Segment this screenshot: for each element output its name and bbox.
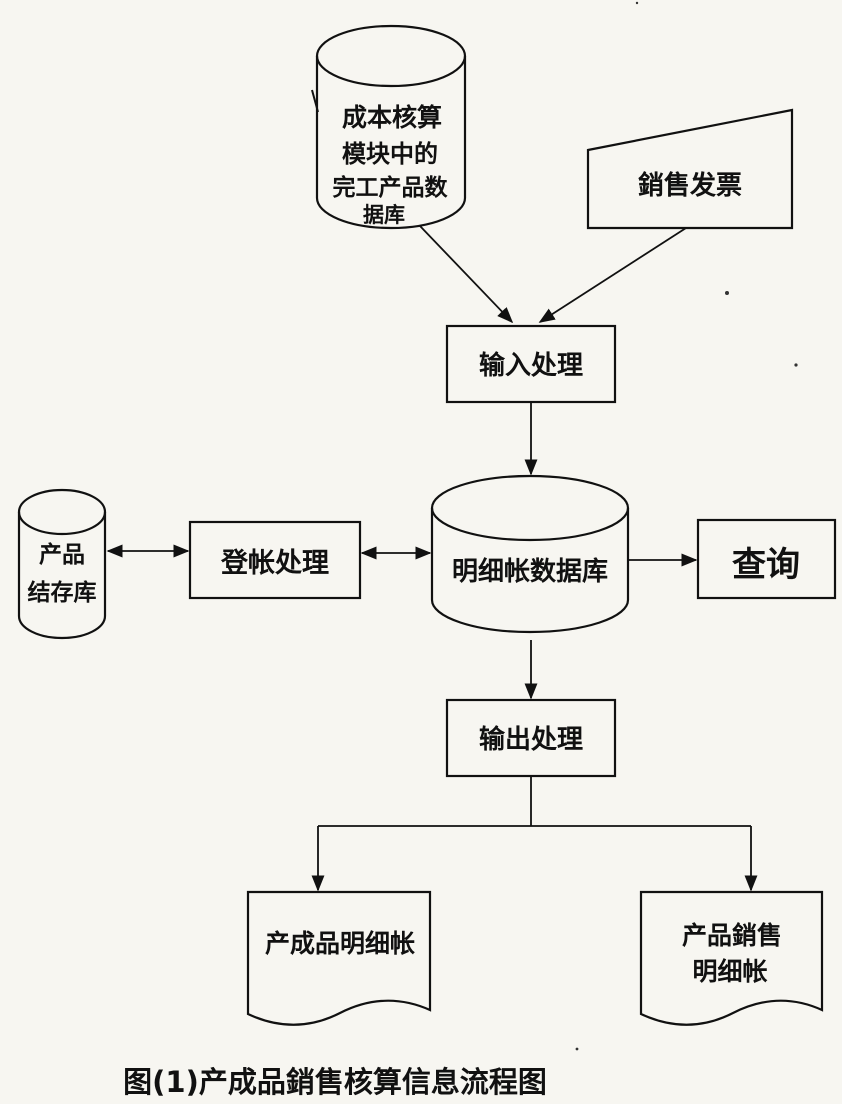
finished-goods-ledger-label: 产成品明细帐 <box>265 929 415 958</box>
stray-tick-mark <box>311 89 319 113</box>
finished-goods-ledger-document <box>246 890 432 1026</box>
sales-ledger-label-line1: 产品銷售 <box>682 921 782 950</box>
connector-output-branch <box>318 776 751 827</box>
posting-process-label: 登帐处理 <box>220 548 329 579</box>
cost-db-label-line3: 完工产品数 <box>333 174 449 201</box>
detail-ledger-cylinder <box>430 474 630 634</box>
cost-db-label-line4: 据库 <box>363 203 405 227</box>
product-stock-label-line2: 结存库 <box>28 579 97 606</box>
cost-db-label-line1: 成本核算 <box>342 103 442 132</box>
cost-db-label-line2: 模块中的 <box>342 140 438 168</box>
sales-invoice-shape <box>586 108 794 230</box>
product-stock-label-line1: 产品 <box>39 541 85 568</box>
arrow-costdb-to-input <box>419 225 514 324</box>
sales-ledger-document <box>639 890 824 1026</box>
detail-ledger-label: 明细帐数据库 <box>452 556 608 587</box>
input-process-label: 输入处理 <box>479 350 583 381</box>
sales-ledger-label-line2: 明细帐 <box>692 957 767 986</box>
query-box <box>696 518 837 600</box>
query-label: 查询 <box>732 545 800 585</box>
cost-database-cylinder <box>315 24 467 230</box>
arrow-invoice-to-input <box>538 227 687 323</box>
output-process-label: 输出处理 <box>479 724 583 755</box>
product-stock-cylinder <box>17 488 107 640</box>
scan-specks <box>575 1 798 1051</box>
figure-caption: 图(1)产成品銷售核算信息流程图 <box>123 1065 547 1099</box>
posting-process-box <box>188 520 362 600</box>
sales-invoice-label: 銷售发票 <box>638 170 742 201</box>
